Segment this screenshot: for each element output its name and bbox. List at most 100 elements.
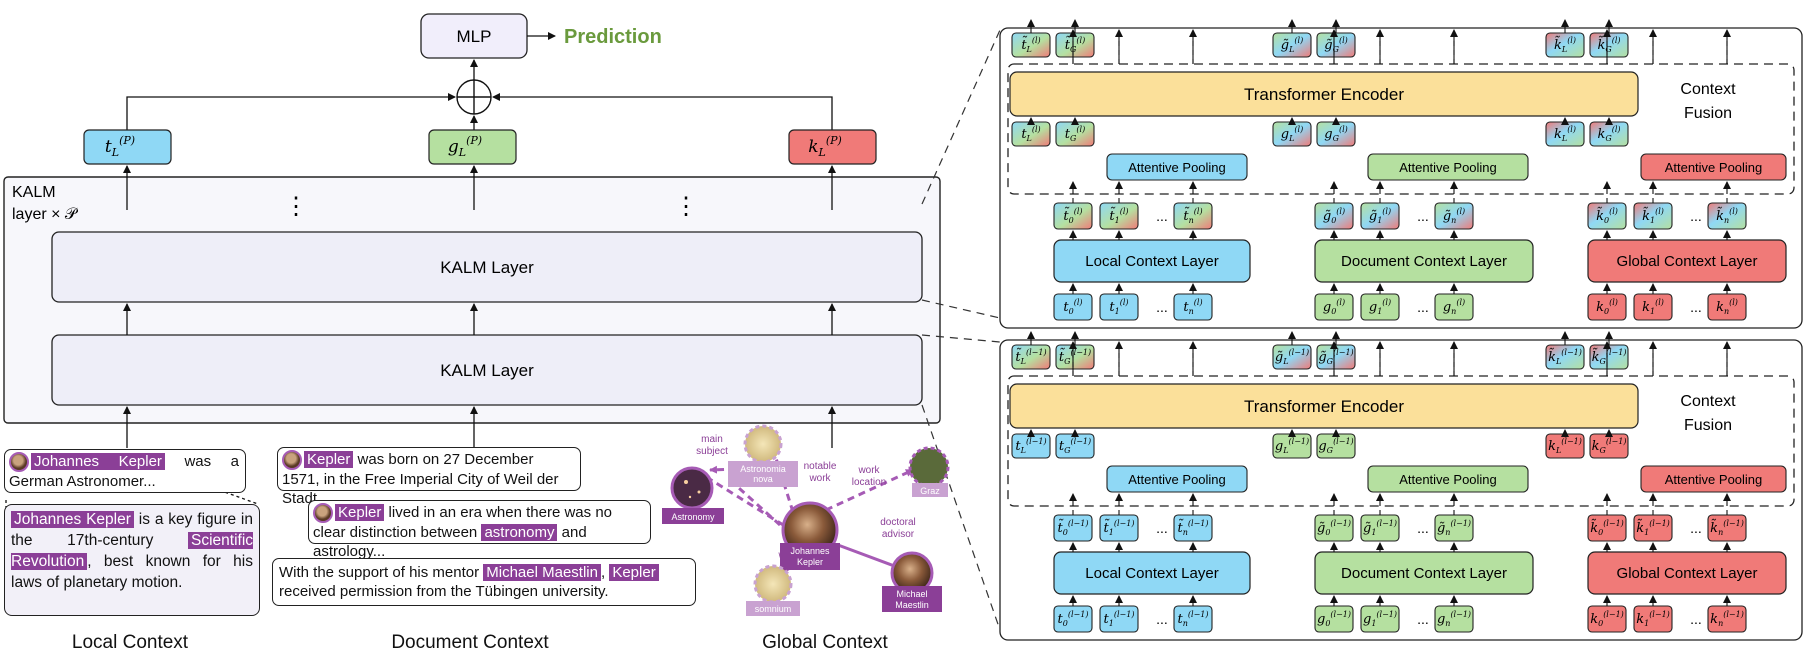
doc-box3-text1: With the support of his mentor (279, 564, 480, 581)
in-k-n-label: kn(l) (1716, 298, 1738, 316)
node-somnium-icon (753, 564, 793, 604)
output-t-box (83, 129, 172, 165)
context-fusion-box (1007, 375, 1795, 507)
local-context-box-1: Johannes Kepler was a German Astronomer.… (4, 449, 246, 493)
context-layer-box (1587, 551, 1787, 595)
output-k-box (788, 129, 877, 165)
context-layer-box (1314, 239, 1534, 283)
in-k-0-label: k0(l−1) (1590, 610, 1624, 628)
local-box2-text2: , best known for his laws of planetary m… (11, 553, 253, 591)
in-t-n-label: tn(l) (1183, 298, 1202, 316)
left-panel: MLP Prediction tL(P) gL(P) kL(P) KALM la… (3, 13, 1001, 631)
out-t-L-label: t̃L(l) (1021, 36, 1040, 54)
out-k-L-label: k̃L(l−1) (1548, 348, 1582, 366)
cls-k-G-label: kG(l) (1597, 125, 1620, 143)
attentive-pooling-label: Attentive Pooling (1665, 160, 1763, 175)
in-ellipsis: ... (1690, 299, 1702, 315)
pooled-k-0-label: k̃0(l−1) (1590, 519, 1624, 537)
global-context-label: Global Context (762, 632, 888, 653)
context-fusion-label-2: Fusion (1684, 417, 1732, 434)
context-layer-box (1314, 551, 1534, 595)
k-to-concat (492, 93, 833, 130)
pooled-k-n-label: k̃n(l−1) (1710, 519, 1744, 537)
pooled-t-1-label: t̃1(l−1) (1104, 519, 1135, 537)
context-layer-box (1053, 239, 1251, 283)
attentive-pooling-label: Attentive Pooling (1399, 160, 1497, 175)
in-k-1-label: k1(l−1) (1636, 610, 1670, 628)
node-graz-icon (908, 446, 950, 488)
node-somnium-label: somnium (755, 604, 792, 614)
pooled-t-0-label: t̃0(l−1) (1058, 519, 1089, 537)
cls-t-L-label: tL(l−1) (1015, 437, 1046, 455)
output-g-box (428, 129, 517, 165)
local-context-label: Local Context (71, 632, 189, 653)
document-context-box-2: Kepler lived in an era when there was no… (308, 500, 651, 560)
pooled-ellipsis: ... (1690, 208, 1702, 224)
in-g-1-label: g1(l) (1369, 298, 1391, 316)
in-g-1-label: g1(l−1) (1363, 610, 1397, 628)
transformer-encoder-box (1009, 383, 1639, 429)
in-t-1-label: t1(l−1) (1104, 610, 1135, 628)
kepler-avatar-icon (313, 503, 333, 524)
attentive-pooling-box (1106, 465, 1248, 493)
node-astronomy-icon (670, 466, 714, 510)
context-layer-label: Document Context Layer (1341, 253, 1507, 270)
kalm-dots-2: ⋮ (674, 193, 698, 220)
in-k-0-label: k0(l) (1596, 298, 1618, 316)
context-layer-box (1053, 551, 1251, 595)
cls-g-G-label: gG(l−1) (1318, 437, 1353, 455)
local-box1-name: Johannes Kepler (31, 453, 165, 470)
local-context-box-2: Johannes Kepler is a key figure in the 1… (4, 504, 260, 616)
kalm-dots-1: ⋮ (284, 193, 308, 220)
transformer-encoder-label: Transformer Encoder (1244, 397, 1404, 416)
prediction-label: Prediction (564, 26, 662, 48)
attentive-pooling-box (1640, 153, 1787, 181)
node-astronomia-nova-icon (743, 424, 783, 464)
pooled-g-0-label: g̃0(l) (1323, 207, 1345, 225)
doc-box1-name: Kepler (304, 451, 354, 468)
context-layer-label: Global Context Layer (1617, 565, 1758, 582)
context-layer-label: Local Context Layer (1085, 565, 1218, 582)
attentive-pooling-label: Attentive Pooling (1128, 160, 1226, 175)
doc-box1-text: was born on 27 December 1571, in the Fre… (282, 451, 559, 508)
out-g-G-label: g̃G(l−1) (1318, 348, 1353, 366)
output-g-label: gL(P) (448, 134, 482, 159)
kalm-layer-top (51, 231, 923, 303)
in-k-n-label: kn(l−1) (1710, 610, 1744, 628)
document-context-label: Document Context (391, 632, 549, 653)
in-g-0-label: g0(l) (1323, 298, 1345, 316)
doc-box3-highlight1: Michael Maestlin (483, 564, 601, 581)
out-g-L-label: g̃L(l−1) (1275, 348, 1309, 366)
t-to-concat (126, 93, 456, 130)
in-g-n-label: gn(l−1) (1437, 610, 1471, 628)
context-layer-label: Document Context Layer (1341, 565, 1507, 582)
out-g-G-label: g̃G(l) (1324, 36, 1348, 54)
in-ellipsis: ... (1417, 299, 1429, 315)
cls-k-G-label: kG(l−1) (1592, 437, 1627, 455)
cls-k-L-label: kL(l−1) (1548, 437, 1582, 455)
in-k-1-label: k1(l) (1642, 298, 1664, 316)
doc-box3-text2: received permission from the Tübingen un… (279, 583, 609, 600)
cls-g-L-label: gL(l) (1281, 125, 1303, 143)
pooled-ellipsis: ... (1156, 520, 1168, 536)
attentive-pooling-box (1106, 153, 1248, 181)
in-ellipsis: ... (1156, 299, 1168, 315)
context-fusion-label-1: Context (1680, 81, 1736, 98)
local-box1-text: was a German Astronomer... (9, 453, 240, 491)
in-t-1-label: t1(l) (1109, 298, 1128, 316)
kepler-avatar-icon (9, 452, 29, 473)
cls-t-G-label: tG(l−1) (1059, 437, 1091, 455)
attentive-pooling-label: Attentive Pooling (1399, 472, 1497, 487)
attentive-pooling-box (1367, 153, 1529, 181)
transformer-encoder-box (1009, 71, 1639, 117)
out-k-L-label: k̃L(l) (1554, 36, 1576, 54)
